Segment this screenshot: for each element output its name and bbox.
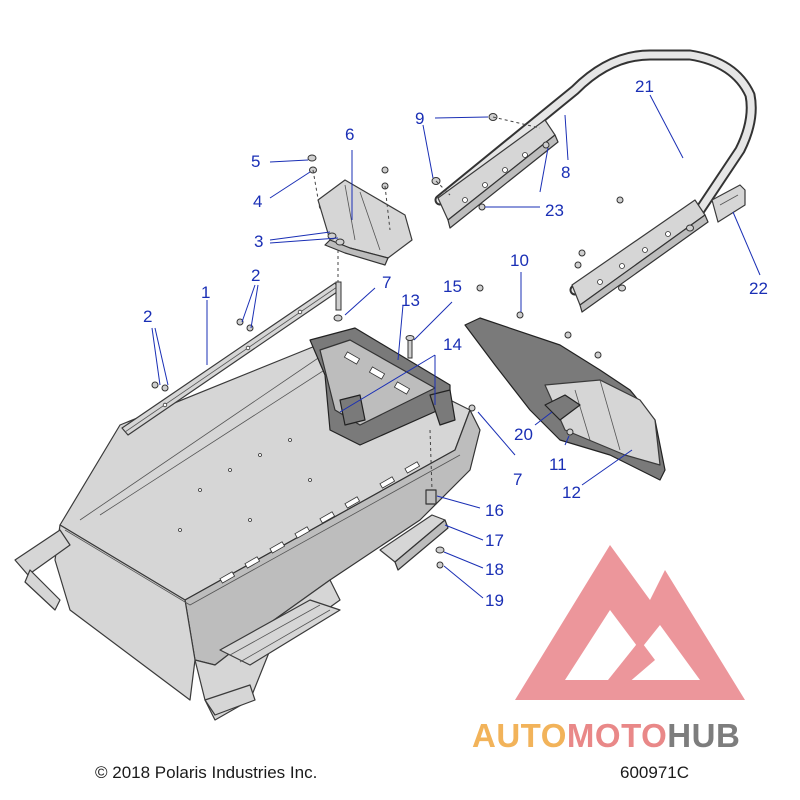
callout-16: 16 bbox=[485, 501, 504, 520]
diagram-number: 600971C bbox=[620, 763, 690, 782]
callout-3: 3 bbox=[254, 232, 263, 251]
callout-1: 1 bbox=[201, 283, 210, 302]
leader-lines bbox=[151, 94, 761, 599]
callout-22: 22 bbox=[749, 279, 768, 298]
callout-19: 19 bbox=[485, 591, 504, 610]
logo-text-auto: AUTO bbox=[472, 717, 567, 754]
logo-text-moto: MOTO bbox=[566, 717, 668, 754]
part-8-rear-bumper-loop bbox=[434, 49, 757, 313]
callout-labels: 1 2 2 3 4 5 6 7 7 8 9 10 11 12 13 14 15 … bbox=[143, 77, 768, 610]
automotohub-logo-mark bbox=[515, 545, 745, 700]
callout-11: 11 bbox=[549, 455, 567, 474]
callout-8: 8 bbox=[561, 163, 570, 182]
logo-text-hub: HUB bbox=[667, 717, 741, 754]
right-plate-holes bbox=[597, 231, 671, 285]
part-13-rear-bracket bbox=[309, 327, 456, 446]
callout-9: 9 bbox=[415, 109, 424, 128]
part-22-emblem bbox=[711, 184, 746, 223]
copyright-notice: © 2018 Polaris Industries Inc. bbox=[95, 763, 318, 782]
callout-12: 12 bbox=[562, 483, 581, 502]
callout-10: 10 bbox=[510, 251, 529, 270]
assembly-lines bbox=[312, 116, 541, 491]
automotohub-logo-text: AUTOMOTOHUB bbox=[472, 717, 740, 755]
callout-17: 17 bbox=[485, 531, 504, 550]
callout-2-right: 2 bbox=[251, 266, 260, 285]
callout-4: 4 bbox=[253, 192, 262, 211]
tunnel-slots bbox=[219, 461, 421, 584]
part-20-bracket bbox=[544, 394, 581, 421]
hardware bbox=[151, 113, 694, 569]
part-6-cover bbox=[317, 179, 413, 266]
callout-2-left: 2 bbox=[143, 307, 152, 326]
deck-rivets bbox=[178, 438, 312, 532]
part-17-step bbox=[379, 514, 449, 571]
callout-7-lower: 7 bbox=[513, 470, 522, 489]
callout-15: 15 bbox=[443, 277, 462, 296]
left-plate-holes bbox=[462, 152, 528, 203]
callout-14: 14 bbox=[443, 335, 462, 354]
callout-23: 23 bbox=[545, 201, 564, 220]
callout-7-upper: 7 bbox=[382, 273, 391, 292]
callout-6: 6 bbox=[345, 125, 354, 144]
callout-13: 13 bbox=[401, 291, 420, 310]
part-16-spacer bbox=[425, 489, 437, 505]
callout-21: 21 bbox=[635, 77, 654, 96]
callout-20: 20 bbox=[514, 425, 533, 444]
callout-5: 5 bbox=[251, 152, 260, 171]
callout-18: 18 bbox=[485, 560, 504, 579]
